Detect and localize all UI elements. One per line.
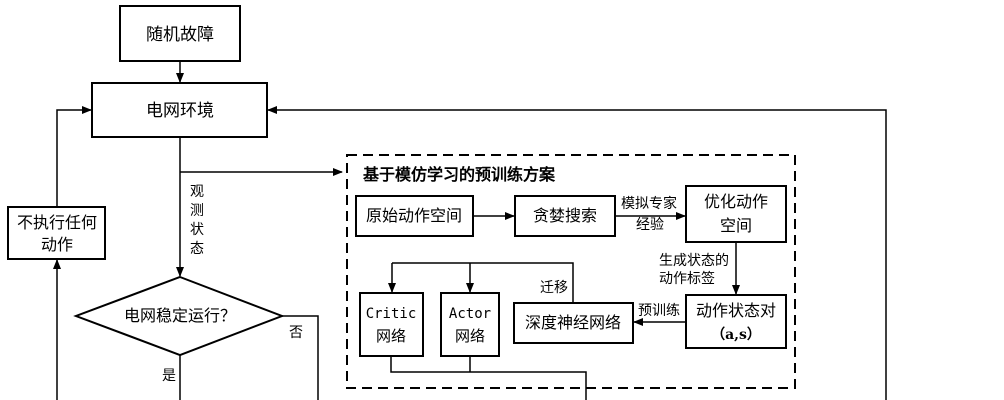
no-branch-label: 否 — [289, 325, 303, 341]
state-action-pair-line1: 动作状态对 — [696, 301, 776, 320]
pretrain-label: 预训练 — [638, 303, 680, 319]
line-dnn-transfer — [392, 262, 574, 303]
actor-network-node: Actor 网络 — [440, 292, 500, 357]
random-fault-node: 随机故障 — [119, 5, 241, 62]
imitate-expert-label-1: 模拟专家 — [621, 195, 677, 212]
critic-network-node: Critic 网络 — [359, 292, 424, 357]
dnn-node: 深度神经网络 — [513, 302, 634, 344]
yes-branch-label: 是 — [162, 368, 176, 384]
arrow-feedback-to-env — [267, 106, 887, 400]
no-action-label-line2: 动作 — [41, 235, 73, 254]
pretraining-scheme-group — [346, 154, 796, 389]
line-decision-no-branch — [282, 315, 319, 400]
generate-labels-label-2: 动作标签 — [659, 270, 715, 287]
observe-state-label-3: 状 — [190, 222, 204, 238]
observe-state-label-4: 态 — [190, 241, 204, 257]
dnn-label: 深度神经网络 — [525, 313, 621, 332]
line-critic-down — [390, 356, 587, 400]
state-action-pair-line2: （a,s） — [711, 327, 761, 343]
generate-labels-label-1: 生成状态的 — [659, 253, 729, 269]
optimized-action-space-line1: 优化动作 — [704, 192, 768, 211]
observe-state-label-1: 观 — [190, 184, 204, 200]
observe-state-label-2: 测 — [190, 203, 204, 219]
no-action-node: 不执行任何 动作 — [7, 206, 106, 260]
grid-stable-decision: 电网稳定运行？ — [73, 275, 285, 357]
grid-environment-label: 电网环境 — [146, 101, 214, 121]
original-action-space-node: 原始动作空间 — [355, 195, 474, 237]
original-action-space-label: 原始动作空间 — [366, 206, 462, 225]
arrow-noaction-to-env — [56, 106, 92, 207]
critic-network-line2: 网络 — [376, 327, 406, 345]
transfer-label: 迁移 — [540, 280, 568, 296]
greedy-search-label: 贪婪搜索 — [533, 206, 597, 225]
critic-network-line1: Critic — [366, 306, 417, 322]
grid-stable-label: 电网稳定运行？ — [124, 306, 236, 325]
actor-network-line2: 网络 — [455, 327, 485, 345]
pretraining-scheme-title: 基于模仿学习的预训练方案 — [362, 165, 556, 184]
no-action-label-line1: 不执行任何 — [17, 213, 97, 232]
optimized-action-space-node: 优化动作 空间 — [685, 185, 787, 243]
random-fault-label: 随机故障 — [146, 25, 214, 45]
grid-environment-node: 电网环境 — [91, 82, 268, 138]
imitate-expert-label-2: 经验 — [636, 217, 664, 233]
optimized-action-space-line2: 空间 — [720, 216, 752, 235]
state-action-pair-node: 动作状态对 （a,s） — [685, 294, 787, 349]
greedy-search-node: 贪婪搜索 — [514, 195, 616, 237]
actor-network-line1: Actor — [449, 306, 491, 322]
